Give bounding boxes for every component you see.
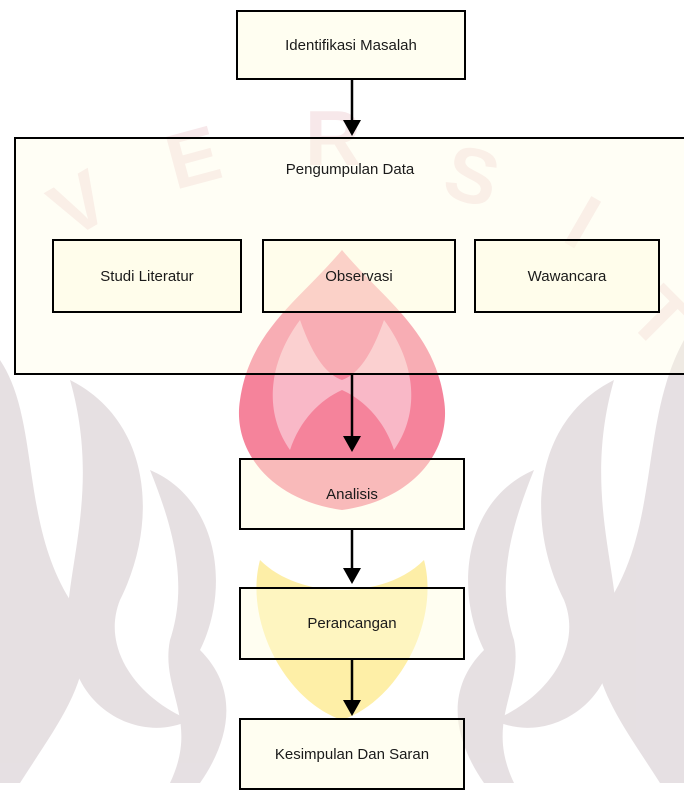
step-kesimpulan-dan-saran: Kesimpulan Dan Saran [239, 718, 465, 790]
group-pengumpulan-data-title: Pengumpulan Data [16, 161, 684, 178]
watermark-ornament-right [458, 340, 684, 783]
step-perancangan: Perancangan [239, 587, 465, 660]
step-studi-literatur: Studi Literatur [52, 239, 242, 313]
step-identifikasi-masalah: Identifikasi Masalah [236, 10, 466, 80]
step-observasi: Observasi [262, 239, 456, 313]
arrow-analisis-to-perancangan [343, 530, 361, 584]
watermark-ornament-left [0, 360, 226, 783]
step-analisis: Analisis [239, 458, 465, 530]
step-wawancara: Wawancara [474, 239, 660, 313]
